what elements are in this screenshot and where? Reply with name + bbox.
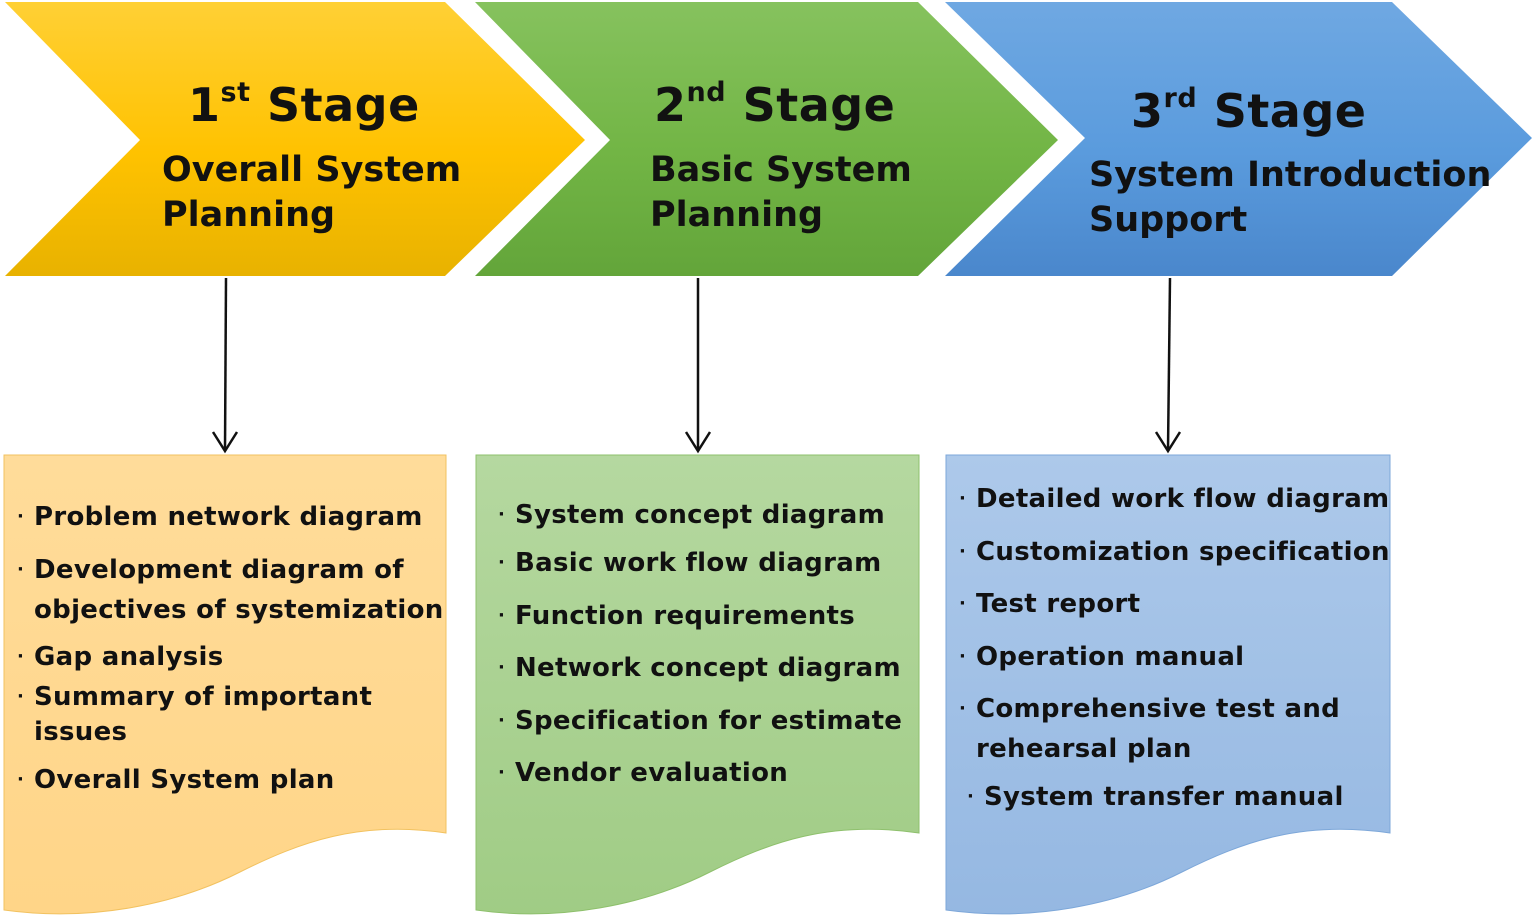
deliverable-text: Vendor evaluation [515, 758, 789, 788]
stage-3-subtitle: System Introduction Support [1089, 153, 1491, 243]
stage-1-deliverable-continuation: issues [34, 714, 127, 750]
stage-3-deliverable-item: · System transfer manual [967, 779, 1344, 815]
stage-1-chevron [5, 2, 585, 276]
stage-2-chevron [475, 2, 1058, 276]
bullet: · [498, 657, 506, 678]
bullet: · [498, 710, 506, 731]
bullet: · [17, 646, 25, 667]
stage-1-deliverable-item: · Gap analysis [17, 639, 223, 675]
bullet: · [959, 698, 967, 719]
deliverable-text: objectives of systemization [34, 595, 444, 625]
stage-1-subtitle: Overall System Planning [162, 148, 461, 238]
deliverable-text: Network concept diagram [515, 653, 901, 683]
stage-2-deliverable-item: · Vendor evaluation [498, 755, 788, 791]
bullet: · [17, 769, 25, 790]
arrow-stage-2 [684, 278, 712, 454]
stage-3-deliverable-item: · Operation manual [959, 639, 1244, 675]
bullet: · [959, 488, 967, 509]
deliverable-text: Basic work flow diagram [515, 548, 882, 578]
stage-1-subtitle-line-1: Overall System [162, 150, 462, 190]
deliverable-text: Problem network diagram [34, 502, 423, 532]
deliverable-text: Operation manual [976, 642, 1245, 672]
deliverable-text: System concept diagram [515, 500, 886, 530]
stage-2-subtitle: Basic System Planning [650, 148, 912, 238]
bullet: · [498, 552, 506, 573]
stage-1-deliverable-item: · Summary of important [17, 679, 372, 715]
stage-3-chevron [945, 2, 1532, 276]
stage-3-deliverable-item: · Comprehensive test and [959, 691, 1340, 727]
stage-2-subtitle-line-1: Basic System [650, 150, 912, 190]
stage-1-deliverable-continuation: objectives of systemization [34, 592, 444, 628]
bullet: · [498, 504, 506, 525]
deliverable-text: Test report [976, 589, 1141, 619]
stage-2-deliverable-item: · System concept diagram [498, 497, 885, 533]
stage-2-deliverable-item: · Function requirements [498, 598, 855, 634]
stage-3-deliverable-item: · Customization specification [959, 534, 1390, 570]
stage-2-subtitle-line-2: Planning [650, 195, 824, 235]
stage-1-deliverables-document [3, 454, 447, 915]
bullet: · [959, 593, 967, 614]
stage-1-ordinal-suffix: st [220, 77, 251, 108]
stage-1-subtitle-line-2: Planning [162, 195, 336, 235]
stage-3-deliverable-item: · Detailed work flow diagram [959, 481, 1389, 517]
deliverable-text: Customization specification [976, 537, 1390, 567]
stage-1-number: 1 [188, 78, 221, 132]
stage-3-deliverable-continuation: rehearsal plan [976, 731, 1192, 767]
deliverable-text: Summary of important [34, 682, 373, 712]
stage-3-number: 3 [1131, 84, 1164, 138]
bullet: · [498, 762, 506, 783]
stage-2-deliverables-document [475, 454, 920, 915]
stage-3-title: 3rd Stage [1131, 85, 1366, 134]
deliverable-text: Comprehensive test and [976, 694, 1341, 724]
deliverable-text: Development diagram of [34, 555, 404, 585]
deliverable-text: Detailed work flow diagram [976, 484, 1390, 514]
bullet: · [17, 686, 25, 707]
deliverable-text: Specification for estimate [515, 706, 903, 736]
bullet: · [967, 786, 975, 807]
deliverable-text: Gap analysis [34, 642, 224, 672]
arrow-stage-3 [1154, 277, 1182, 454]
stage-2-title: 2nd Stage [654, 79, 895, 128]
stage-1-deliverable-item: · Development diagram of [17, 552, 404, 588]
bullet: · [959, 541, 967, 562]
stage-1-title: 1st Stage [188, 79, 420, 128]
stage-3-subtitle-line-1: System Introduction [1089, 155, 1492, 195]
stage-3-word: Stage [1213, 84, 1367, 138]
stage-2-word: Stage [742, 78, 896, 132]
stage-2-deliverable-item: · Specification for estimate [498, 703, 902, 739]
stage-2-number: 2 [654, 78, 687, 132]
stage-1-deliverable-item: · Problem network diagram [17, 499, 423, 535]
stage-3-deliverable-item: · Test report [959, 586, 1140, 622]
stage-3-deliverables-document [945, 454, 1391, 915]
bullet: · [17, 559, 25, 580]
deliverable-text: issues [34, 717, 128, 747]
bullet: · [17, 506, 25, 527]
deliverable-text: System transfer manual [984, 782, 1344, 812]
stage-1-deliverable-item: · Overall System plan [17, 762, 335, 798]
deliverable-text: rehearsal plan [976, 734, 1192, 764]
deliverable-text: Overall System plan [34, 765, 335, 795]
bullet: · [498, 605, 506, 626]
stage-2-ordinal-suffix: nd [686, 77, 727, 108]
arrow-stage-1 [211, 277, 239, 454]
stage-3-subtitle-line-2: Support [1089, 200, 1248, 240]
stage-3-ordinal-suffix: rd [1163, 83, 1198, 114]
stage-1-word: Stage [267, 78, 420, 132]
stage-2-deliverable-item: · Network concept diagram [498, 650, 901, 686]
stage-2-deliverable-item: · Basic work flow diagram [498, 545, 881, 581]
deliverable-text: Function requirements [515, 601, 856, 631]
bullet: · [959, 646, 967, 667]
